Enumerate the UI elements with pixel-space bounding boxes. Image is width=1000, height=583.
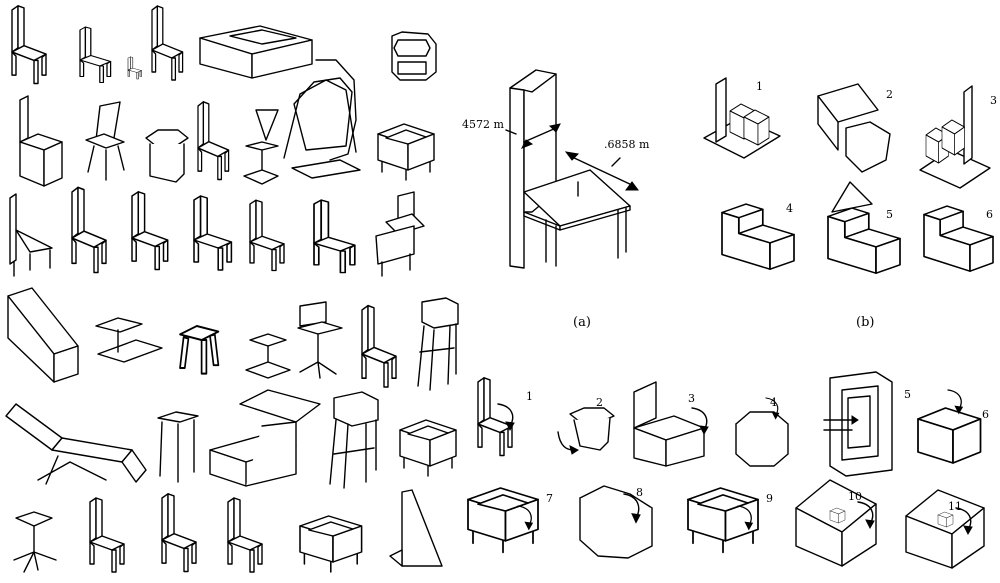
catalogue-office-stool bbox=[297, 301, 343, 379]
catalogue-slant-chair bbox=[9, 193, 53, 277]
catalogue-hex-table bbox=[145, 129, 189, 183]
panel-b-caption: (b) bbox=[856, 315, 874, 330]
panel-c-number-6: 6 bbox=[982, 408, 989, 421]
panel-c-number-11: 11 bbox=[948, 500, 962, 513]
catalogue-swivel-chair bbox=[85, 101, 125, 181]
panel-a-caption: (a) bbox=[573, 315, 591, 330]
panel-b-number-5: 5 bbox=[886, 208, 893, 221]
panel-c-shape-11 bbox=[905, 489, 985, 569]
catalogue-chair-6 bbox=[71, 186, 107, 274]
catalogue-chair-13 bbox=[161, 493, 197, 573]
panel-b-shape-6 bbox=[923, 205, 994, 273]
panel-c-number-1: 1 bbox=[526, 390, 533, 403]
panel-c-number-2: 2 bbox=[596, 396, 603, 409]
panel-b-shape-1 bbox=[703, 77, 781, 159]
panel-c-shape-10 bbox=[795, 479, 877, 567]
panel-c-shape-7 bbox=[467, 487, 539, 554]
panel-c-shape-8 bbox=[579, 485, 653, 559]
catalogue-chair-14 bbox=[227, 497, 263, 573]
panel-b-number-3: 3 bbox=[990, 94, 997, 107]
panel-c-number-9: 9 bbox=[766, 492, 773, 505]
catalogue-chair-11 bbox=[361, 304, 397, 388]
catalogue-chair-12 bbox=[89, 497, 125, 573]
panel-a-chair-drawing bbox=[505, 69, 639, 269]
catalogue-pedestal-stool bbox=[245, 333, 291, 379]
catalogue-task-chair bbox=[13, 511, 57, 573]
panel-b-shape-4 bbox=[721, 203, 795, 271]
catalogue-frame-chair bbox=[391, 31, 437, 81]
catalogue-chair-9 bbox=[249, 199, 285, 272]
catalogue-chair-4 bbox=[151, 5, 184, 81]
catalogue-hanging-chair bbox=[283, 59, 361, 179]
catalogue-high-chair-2 bbox=[329, 391, 379, 489]
panel-a-diagonal-dimension: .6858 m bbox=[604, 138, 650, 151]
panel-c-shape-9 bbox=[687, 487, 759, 554]
panel-c-shape-5 bbox=[823, 371, 893, 477]
panel-b-shape-5 bbox=[827, 181, 901, 275]
panel-c-shape-3 bbox=[633, 381, 709, 467]
catalogue-chair-3 bbox=[127, 56, 142, 80]
panel-b-number-6: 6 bbox=[986, 208, 993, 221]
catalogue-stool-1 bbox=[179, 325, 220, 375]
catalogue-chair-2 bbox=[79, 26, 112, 84]
catalogue-recliner bbox=[209, 389, 321, 487]
catalogue-chair-7 bbox=[131, 191, 169, 271]
catalogue-bench bbox=[199, 25, 313, 79]
catalogue-chair-5 bbox=[197, 101, 230, 181]
panel-b-number-4: 4 bbox=[786, 202, 793, 215]
panel-c-shape-1 bbox=[477, 377, 515, 457]
catalogue-chair-1 bbox=[11, 5, 47, 85]
panel-c-number-7: 7 bbox=[546, 492, 553, 505]
panel-b-shape-3 bbox=[919, 85, 991, 189]
catalogue-folding-table bbox=[95, 317, 163, 363]
catalogue-armchair-1 bbox=[377, 123, 435, 181]
catalogue-chaise-lounge bbox=[5, 403, 147, 485]
panel-c-number-8: 8 bbox=[636, 486, 643, 499]
catalogue-armchair-2 bbox=[399, 419, 457, 477]
panel-b-number-2: 2 bbox=[886, 88, 893, 101]
catalogue-box-chair bbox=[19, 95, 63, 187]
catalogue-high-chair-1 bbox=[417, 297, 459, 391]
catalogue-robot-chair bbox=[375, 191, 425, 277]
panel-c-number-10: 10 bbox=[848, 490, 862, 503]
panel-c-shape-6 bbox=[917, 389, 982, 464]
catalogue-lounge-block bbox=[7, 287, 79, 383]
panel-c-number-5: 5 bbox=[904, 388, 911, 401]
panel-c-shape-4 bbox=[735, 397, 789, 467]
panel-b-shape-2 bbox=[817, 83, 891, 173]
catalogue-wedge bbox=[389, 489, 443, 567]
panel-c-number-3: 3 bbox=[688, 392, 695, 405]
panel-b-number-1: 1 bbox=[756, 80, 763, 93]
catalogue-stool-2 bbox=[157, 411, 199, 483]
catalogue-bar-stool bbox=[243, 109, 279, 185]
panel-c-number-4: 4 bbox=[770, 396, 777, 409]
catalogue-chair-10 bbox=[313, 199, 356, 274]
catalogue-chair-8 bbox=[193, 195, 233, 271]
panel-c-shape-2 bbox=[557, 407, 615, 455]
catalogue-armchair-3 bbox=[299, 515, 363, 573]
panel-a-depth-dimension: 4572 m bbox=[462, 118, 504, 131]
